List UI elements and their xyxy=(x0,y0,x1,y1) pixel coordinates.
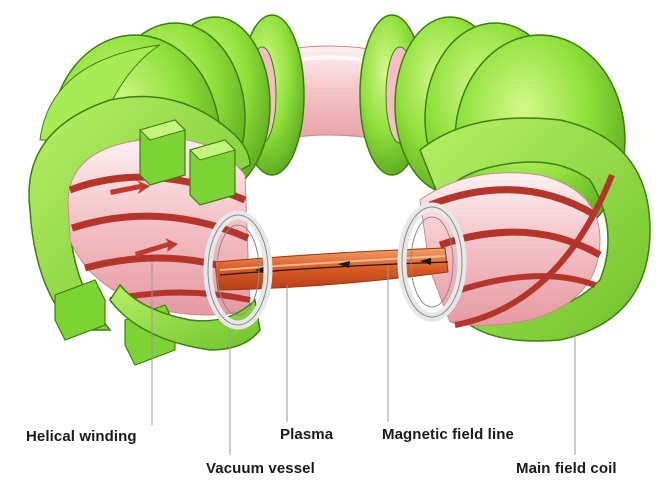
label-helical-winding: Helical winding xyxy=(26,428,137,445)
label-vacuum-vessel: Vacuum vessel xyxy=(206,460,315,477)
label-main-field-coil: Main field coil xyxy=(516,460,617,477)
label-plasma: Plasma xyxy=(280,426,333,443)
label-magnetic-field-line: Magnetic field line xyxy=(382,426,514,443)
